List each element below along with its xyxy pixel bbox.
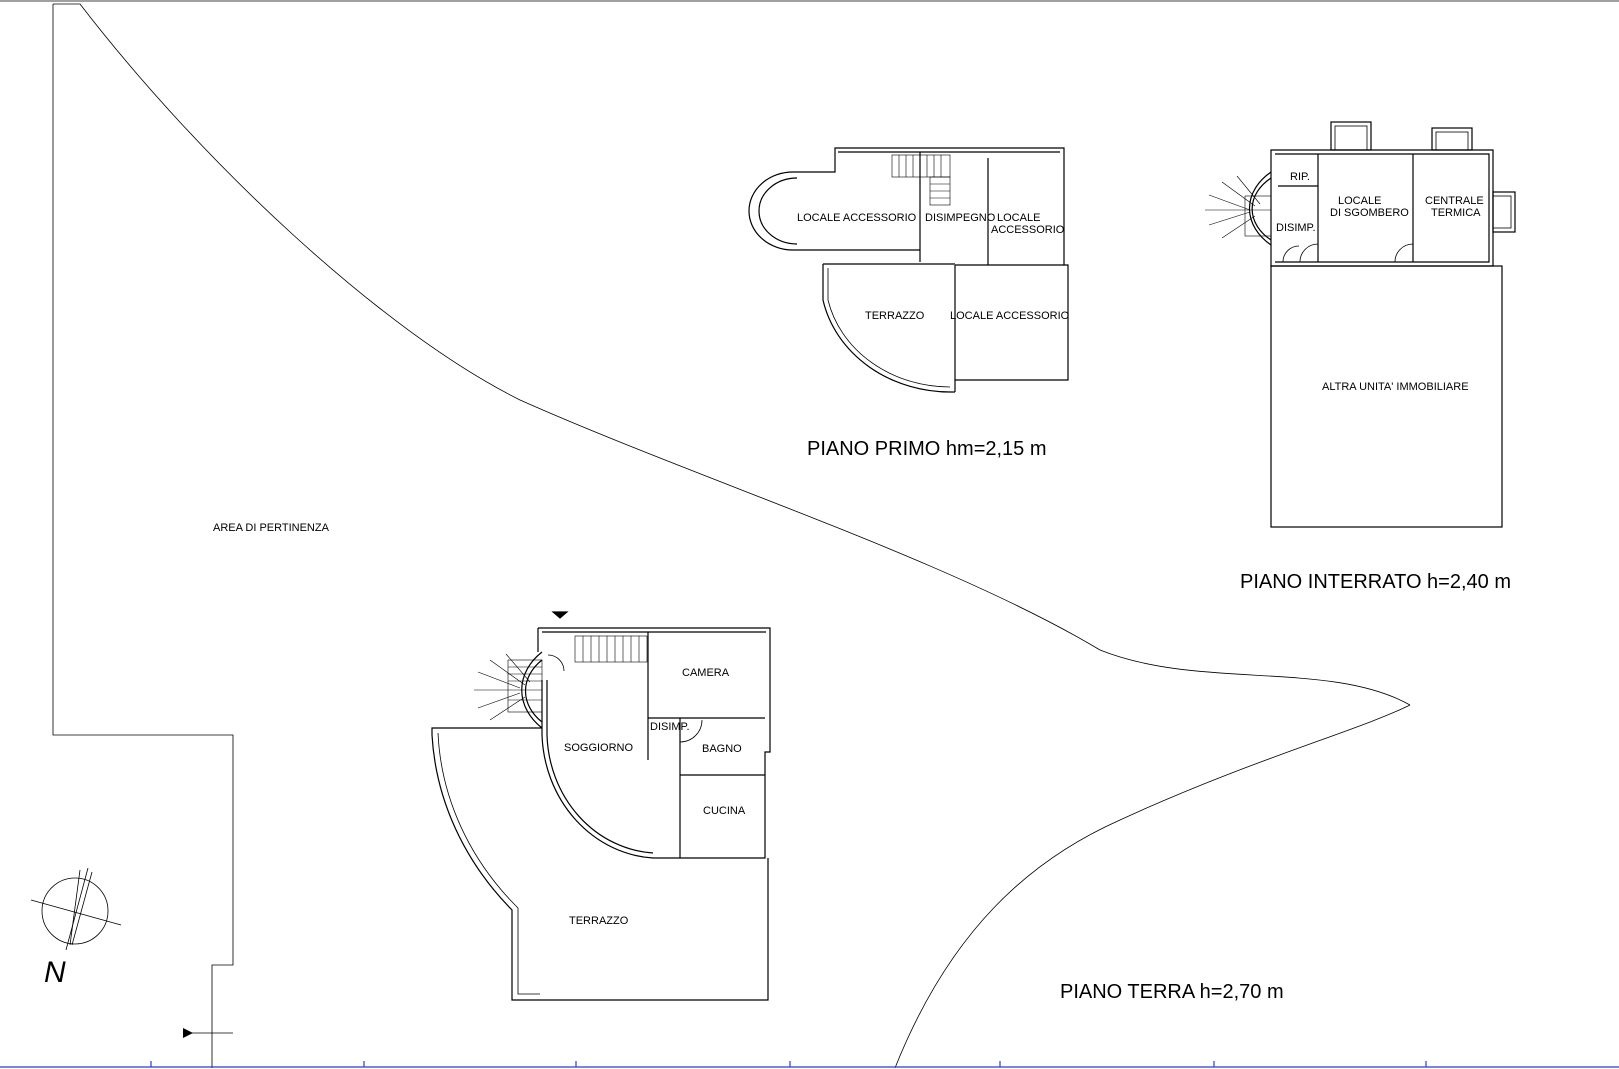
pt-bagno: BAGNO (702, 743, 742, 755)
pi-disimp: DISIMP. (1276, 222, 1316, 234)
pi-centrale-termica-1: CENTRALE (1425, 195, 1484, 207)
pt-disimp: DISIMP. (650, 721, 690, 733)
pp-disimpegno: DISIMPEGNO (925, 212, 996, 224)
north-label: N (44, 956, 66, 989)
title-piano-primo: PIANO PRIMO hm=2,15 m (807, 438, 1047, 460)
sheet-bottom-edge (0, 1061, 1619, 1068)
pi-altra-unita: ALTRA UNITA' IMMOBILIARE (1322, 381, 1469, 393)
pi-locale-sgombero-1: LOCALE (1338, 195, 1381, 207)
north-arrow-icon (30, 867, 122, 951)
pp-locale-accessorio-w: LOCALE ACCESSORIO (797, 212, 917, 224)
pt-terrazzo: TERRAZZO (569, 915, 629, 927)
pi-locale-sgombero-2: DI SGOMBERO (1330, 207, 1409, 219)
pt-camera: CAMERA (682, 667, 730, 679)
title-piano-interrato: PIANO INTERRATO h=2,40 m (1240, 571, 1511, 593)
pi-rip: RIP. (1290, 171, 1310, 183)
title-piano-terra: PIANO TERRA h=2,70 m (1060, 981, 1284, 1003)
pp-locale-accessorio-s: LOCALE ACCESSORIO (950, 310, 1070, 322)
pp-locale-accessorio-e-2: ACCESSORIO (991, 224, 1065, 236)
pp-terrazzo: TERRAZZO (865, 310, 925, 322)
section-marker-icon (183, 1028, 233, 1038)
piano-terra-plan (431, 611, 771, 1001)
area-label: AREA DI PERTINENZA (213, 522, 330, 534)
pt-cucina: CUCINA (703, 805, 746, 817)
pt-soggiorno: SOGGIORNO (564, 742, 634, 754)
pi-centrale-termica-2: TERMICA (1431, 207, 1481, 219)
piano-primo-plan (748, 147, 1069, 393)
piano-interrato-plan (1205, 121, 1516, 528)
site-boundary (52, 3, 1411, 1069)
pp-locale-accessorio-e-1: LOCALE (997, 212, 1040, 224)
